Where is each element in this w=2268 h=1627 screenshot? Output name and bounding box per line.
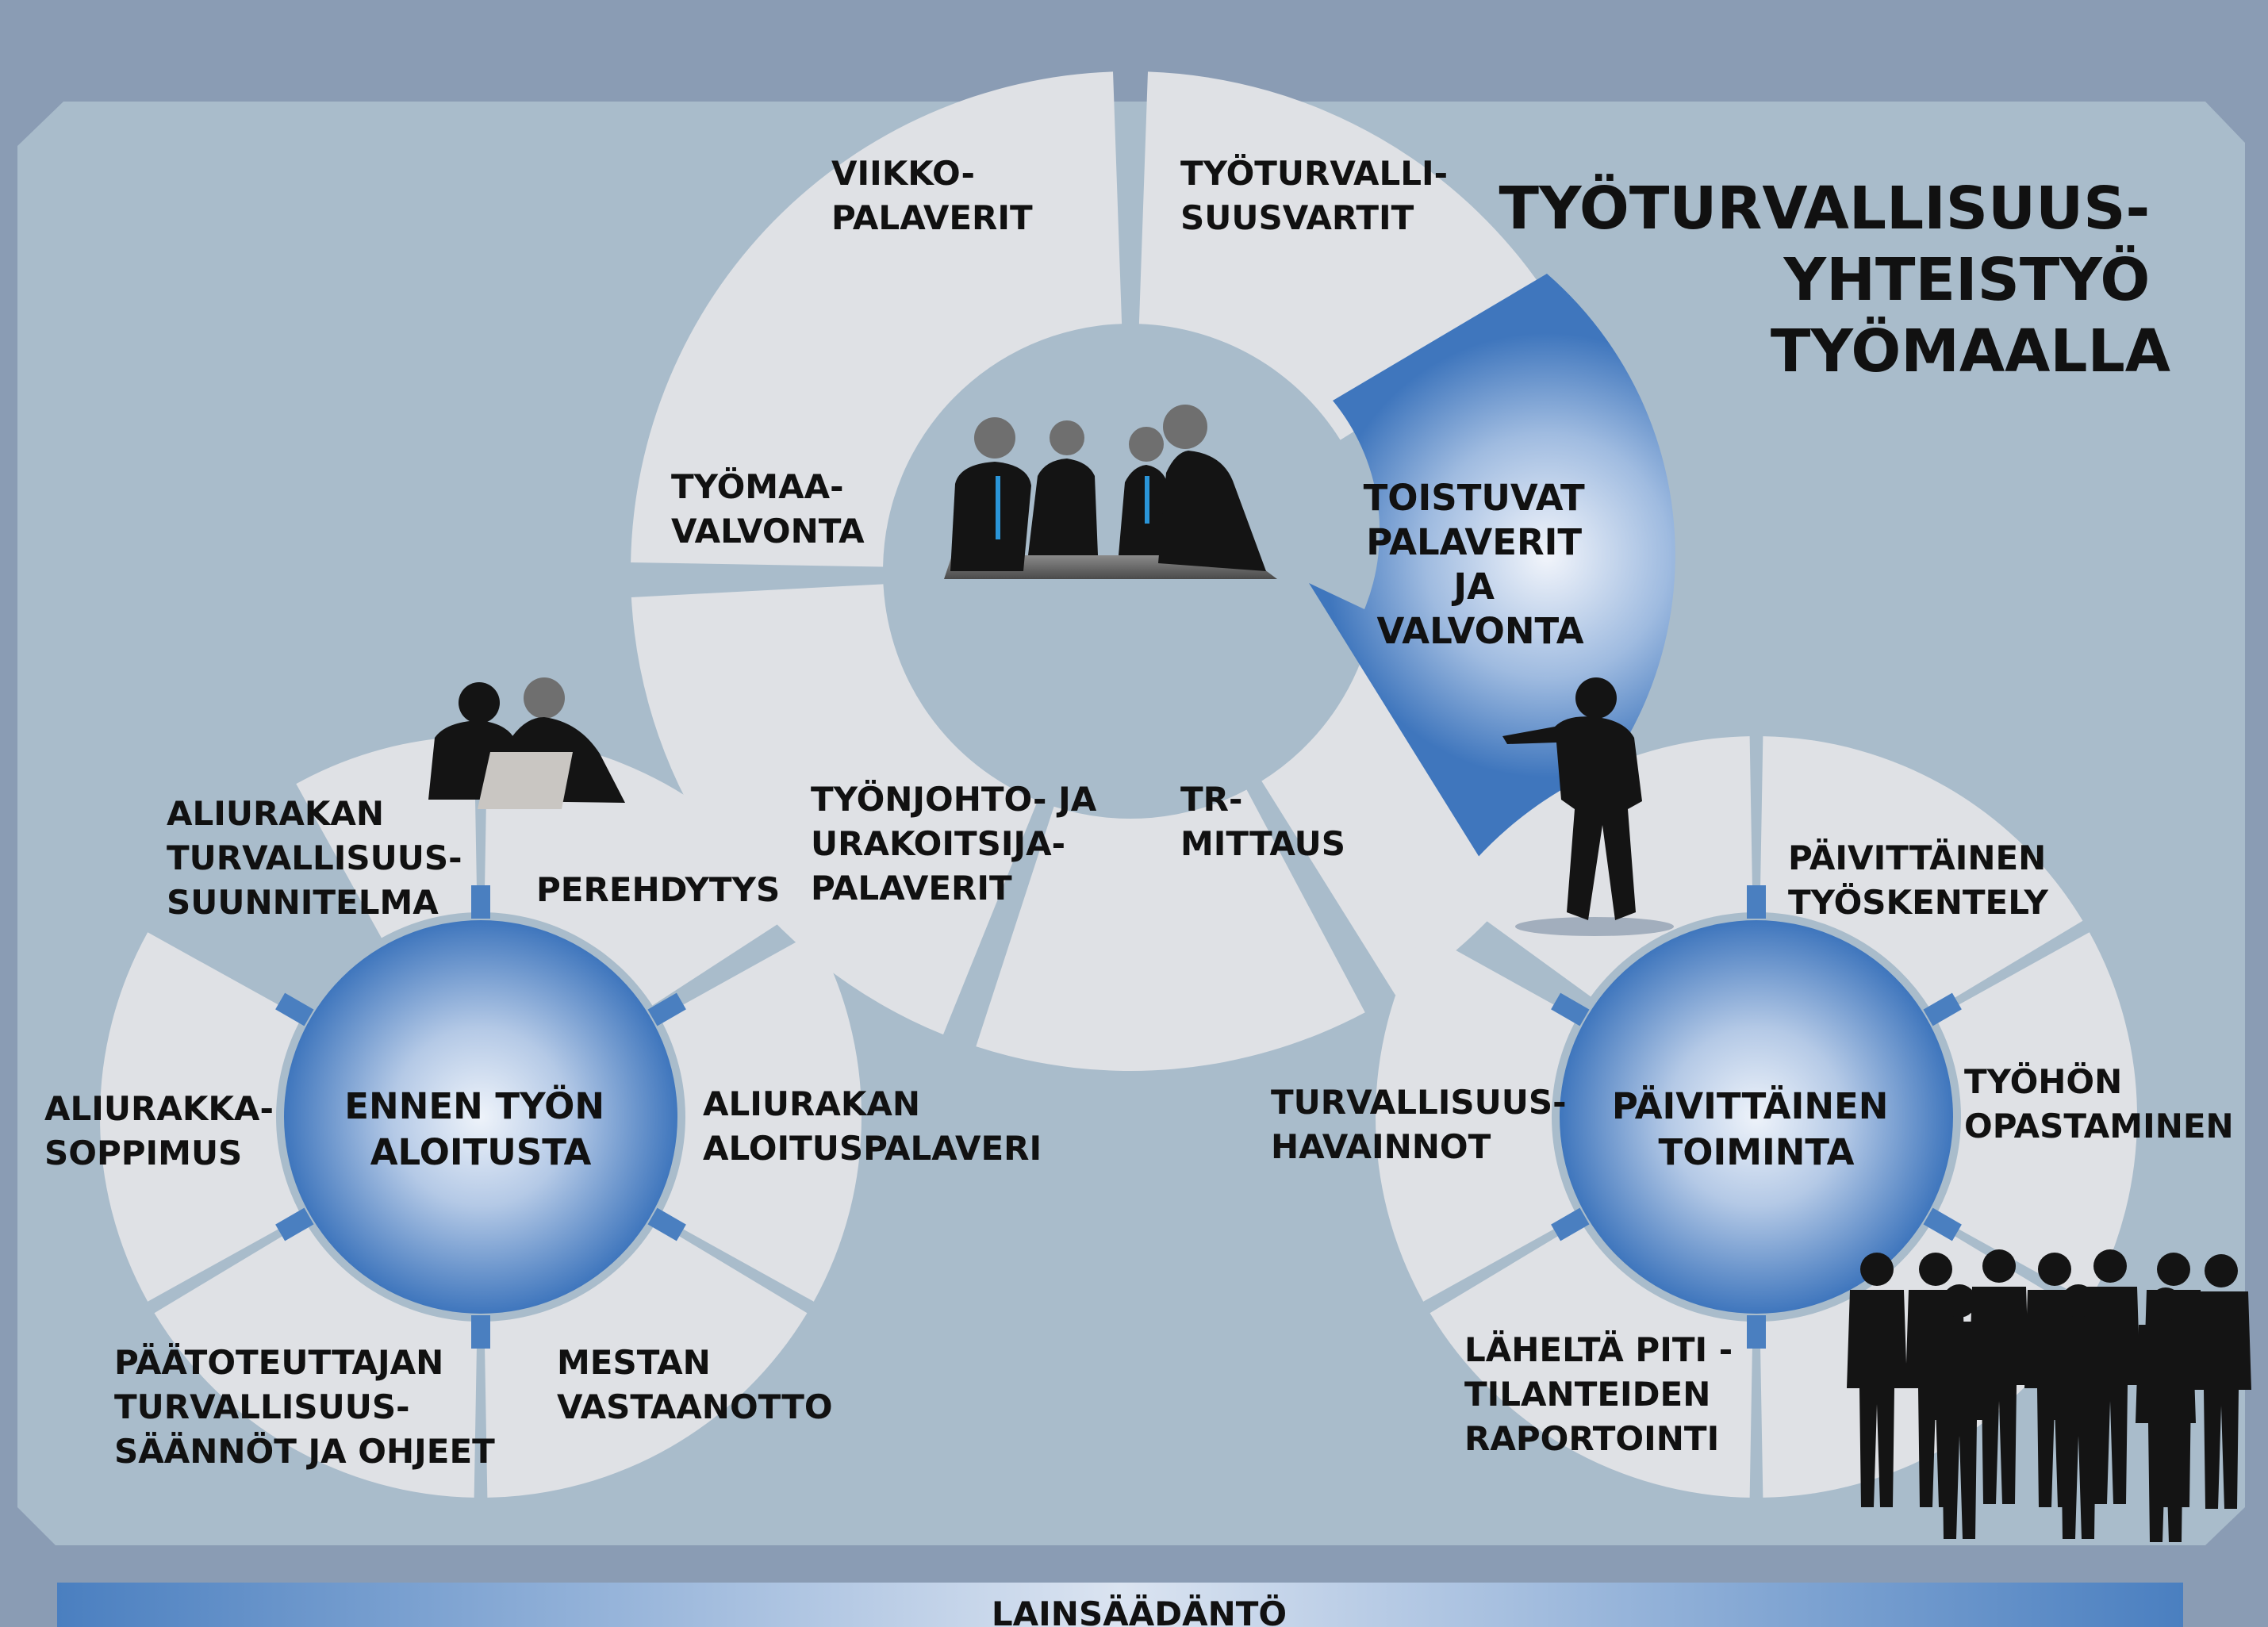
label-mestan-vastaanotto: MESTAN VASTAANOTTO	[557, 1343, 833, 1426]
right-spoke-4	[1551, 1207, 1590, 1241]
right-cycle	[1376, 736, 2137, 1498]
left-segment-2	[100, 932, 302, 1302]
top-segment-0	[631, 71, 1122, 567]
left-spoke-1	[647, 992, 686, 1026]
left-segment-3	[659, 932, 862, 1302]
left-spoke-4	[275, 1207, 314, 1241]
top-segment-3	[976, 789, 1365, 1072]
right-spoke-5	[1551, 992, 1590, 1026]
left-segment-1	[484, 736, 800, 1006]
team-member-0	[1847, 1253, 1907, 1507]
label-perehdytys: PEREHDYTYS	[536, 870, 780, 909]
team-member-6	[2191, 1254, 2251, 1509]
team-group-icon	[1847, 1249, 2251, 1542]
label-tyohon-opastaminen: TYÖHÖN OPASTAMINEN	[1964, 1061, 2234, 1145]
left-spoke-2	[647, 1207, 686, 1241]
label-aliurakan-aloituspalaveri: ALIURAKAN ALOITUSPALAVERI	[703, 1084, 1042, 1168]
laptop-pair-icon	[428, 677, 625, 809]
label-tyomaavalvonta: TYÖMAA- VALVONTA	[671, 466, 865, 551]
label-tr-mittaus: TR- MITTAUS	[1180, 780, 1345, 863]
left-segment-5	[484, 1222, 808, 1498]
right-spoke-2	[1923, 1207, 1962, 1241]
top-cycle	[631, 71, 1620, 1072]
right-segment-4	[1376, 932, 1578, 1302]
label-tyoturvallisuusvartit: TYÖTURVALLI- SUUSVARTIT	[1180, 153, 1460, 237]
top-segment-2	[631, 584, 1038, 1035]
right-segment-0	[1760, 736, 2083, 1012]
right-segment-1	[1935, 932, 2137, 1302]
label-aliurakan-turvallisuussuunnitelma: ALIURAKAN TURVALLISUUS- SUUNNITELMA	[167, 794, 474, 922]
label-tyonjohtopalaverit: TYÖNJOHTO- JA URAKOITSIJA- PALAVERIT	[811, 779, 1108, 908]
right-segment-5	[1448, 736, 1753, 997]
left-cycle	[100, 736, 862, 1498]
label-viikkopalaverit: VIIKKO- PALAVERIT	[831, 154, 1033, 237]
team-member-7	[1929, 1284, 1990, 1539]
arrow-label: TOISTUVAT PALAVERIT JA VALVONTA	[1364, 477, 1598, 652]
footer-label: LAINSÄÄDÄNTÖ	[992, 1594, 1287, 1627]
label-turvallisuushavainnot: TURVALLISUUS- HAVAINNOT	[1271, 1083, 1578, 1166]
label-aliurakkasopimus: ALIURAKKA- SOPPIMUS	[44, 1089, 286, 1172]
left-segment-4	[154, 1222, 478, 1498]
left-hub-label: ENNEN TYÖN ALOITUSTA	[344, 1085, 616, 1173]
meeting-group-icon	[944, 405, 1277, 579]
right-spoke-1	[1923, 992, 1962, 1026]
label-lahelta-piti: LÄHELTÄ PITI - TILANTEIDEN RAPORTOINTI	[1464, 1330, 1744, 1458]
right-hub-label: PÄIVITTÄINEN TOIMINTA	[1612, 1085, 1901, 1173]
right-segment-3	[1429, 1222, 1753, 1498]
left-spoke-5	[275, 992, 314, 1026]
left-hub	[284, 920, 677, 1314]
label-paatoteuttajan-saannot: PÄÄTOTEUTTAJAN TURVALLISUUS- SÄÄNNÖT JA …	[114, 1342, 495, 1471]
right-hub	[1560, 920, 1953, 1314]
footer-band	[57, 1583, 2183, 1627]
main-title: TYÖTURVALLISUUS- YHTEISTYÖ TYÖMAALLA	[1499, 173, 2171, 386]
team-member-8	[2048, 1284, 2109, 1539]
label-paivittainen-tyoskentely: PÄIVITTÄINEN TYÖSKENTELY	[1788, 838, 2058, 922]
team-member-9	[2136, 1287, 2196, 1542]
presenter-icon	[1502, 677, 1674, 936]
